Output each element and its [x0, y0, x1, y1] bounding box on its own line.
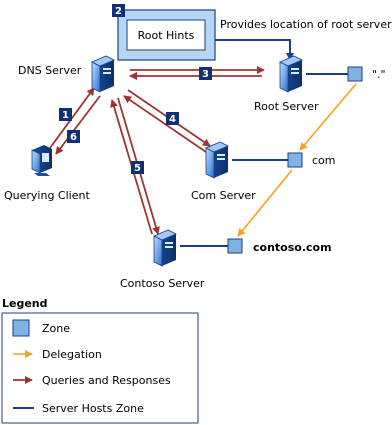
query-arrows	[49, 66, 265, 235]
zone-com-label: com	[312, 154, 336, 167]
legend: Zone Delegation Queries and Responses Se…	[1, 312, 199, 424]
root-server-label: Root Server	[254, 100, 319, 113]
contoso-server	[153, 229, 177, 267]
legend-title: Legend	[2, 297, 48, 310]
step-badge-3: 3	[199, 67, 212, 80]
step-badge-1: 1	[59, 108, 72, 121]
legend-hosts-label: Server Hosts Zone	[42, 402, 144, 415]
response-com-to-dns	[123, 95, 207, 153]
contoso-server-icon	[153, 229, 177, 267]
legend-delegation-label: Delegation	[42, 348, 102, 361]
dns-server	[91, 55, 115, 93]
com-server-label: Com Server	[191, 189, 256, 202]
delegation-com-to-contoso	[237, 169, 293, 237]
svg-text:1: 1	[62, 110, 69, 121]
host-lines	[180, 39, 348, 247]
step-badge-5: 5	[131, 161, 144, 174]
com-server	[205, 141, 229, 179]
zone-root-label: "."	[372, 68, 386, 81]
root-server	[279, 55, 303, 93]
querying-client	[31, 145, 52, 176]
legend-queries-label: Queries and Responses	[42, 374, 171, 387]
root-server-icon	[279, 55, 303, 93]
svg-text:2: 2	[115, 6, 122, 17]
root-hints-pointer	[211, 39, 294, 61]
step-badge-4: 4	[166, 112, 179, 125]
step-badge-6: 6	[67, 130, 80, 143]
svg-text:6: 6	[70, 132, 77, 143]
svg-text:3: 3	[202, 69, 209, 80]
delegation-arrows	[237, 83, 357, 237]
step-badge-2: 2	[112, 4, 125, 17]
root-hints-inner	[126, 19, 206, 51]
dns-server-label: DNS Server	[18, 64, 82, 77]
root-hints-box: Root Hints	[117, 9, 216, 61]
root-hints-label: Root Hints	[138, 29, 195, 42]
svg-text:4: 4	[169, 114, 176, 125]
svg-text:5: 5	[134, 163, 141, 174]
com-server-icon	[205, 141, 229, 179]
response-dns-to-client	[55, 95, 101, 155]
zone-root	[347, 66, 363, 82]
querying-client-label: Querying Client	[4, 189, 90, 202]
zone-contoso	[227, 238, 243, 254]
legend-zone-swatch	[12, 319, 30, 337]
zone-com	[287, 152, 303, 168]
zone-contoso-label: contoso.com	[253, 241, 332, 254]
delegation-root-to-com	[299, 83, 357, 151]
legend-frame	[1, 312, 199, 424]
legend-zone-label: Zone	[42, 322, 70, 335]
root-hints-note: Provides location of root server	[220, 18, 392, 31]
dns-server-icon	[91, 55, 115, 93]
client-icon	[31, 145, 52, 176]
contoso-server-label: Contoso Server	[120, 277, 205, 290]
